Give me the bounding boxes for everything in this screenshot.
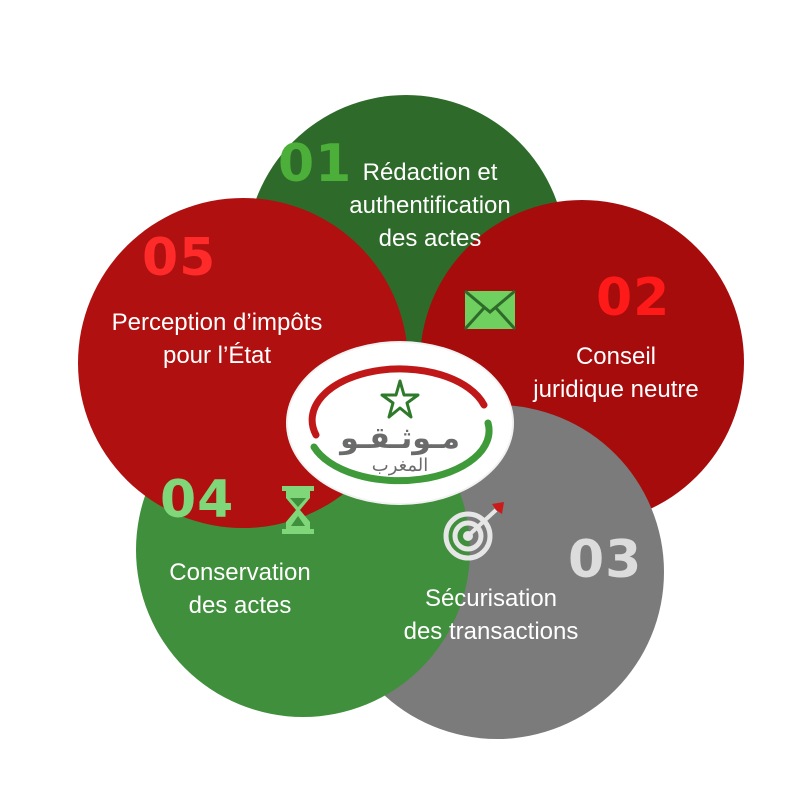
item-01-label-line: des actes bbox=[378, 225, 482, 252]
envelope-icon bbox=[464, 290, 516, 330]
item-03-label: Sécurisation des transactions bbox=[386, 582, 596, 648]
star-icon bbox=[380, 379, 420, 419]
item-03-label-line: des transactions bbox=[403, 618, 579, 645]
item-04-label-line: des actes bbox=[188, 592, 292, 619]
logo-subtitle: المغرب bbox=[371, 455, 429, 476]
item-01-label-line: Rédaction et bbox=[362, 159, 498, 186]
item-03-number: 03 bbox=[568, 530, 643, 590]
item-02-label-line: juridique neutre bbox=[533, 376, 699, 403]
item-02-number: 02 bbox=[596, 268, 671, 328]
item-01-label: Rédaction et authentification des actes bbox=[330, 156, 530, 255]
item-02-label: Conseil juridique neutre bbox=[506, 340, 726, 406]
item-04-label-line: Conservation bbox=[169, 559, 311, 586]
item-02-label-line: Conseil bbox=[575, 343, 657, 370]
logo-ellipse-icon bbox=[308, 365, 493, 485]
item-01-label-line: authentification bbox=[349, 192, 511, 219]
item-05-number: 05 bbox=[142, 228, 217, 288]
logo-title: مـوثـقـو bbox=[340, 421, 460, 456]
item-05-label-line: Perception d’impôts bbox=[111, 309, 323, 336]
item-04-number: 04 bbox=[160, 470, 235, 530]
center-logo: مـوثـقـو المغرب bbox=[288, 343, 512, 503]
item-05-label-line: pour l’État bbox=[162, 342, 272, 369]
item-05-label: Perception d’impôts pour l’État bbox=[90, 306, 344, 372]
hourglass-icon bbox=[282, 486, 314, 534]
item-03-label-line: Sécurisation bbox=[424, 585, 558, 612]
target-icon bbox=[443, 502, 504, 561]
item-01-number: 01 bbox=[278, 134, 353, 194]
item-04-label: Conservation des actes bbox=[140, 556, 340, 622]
